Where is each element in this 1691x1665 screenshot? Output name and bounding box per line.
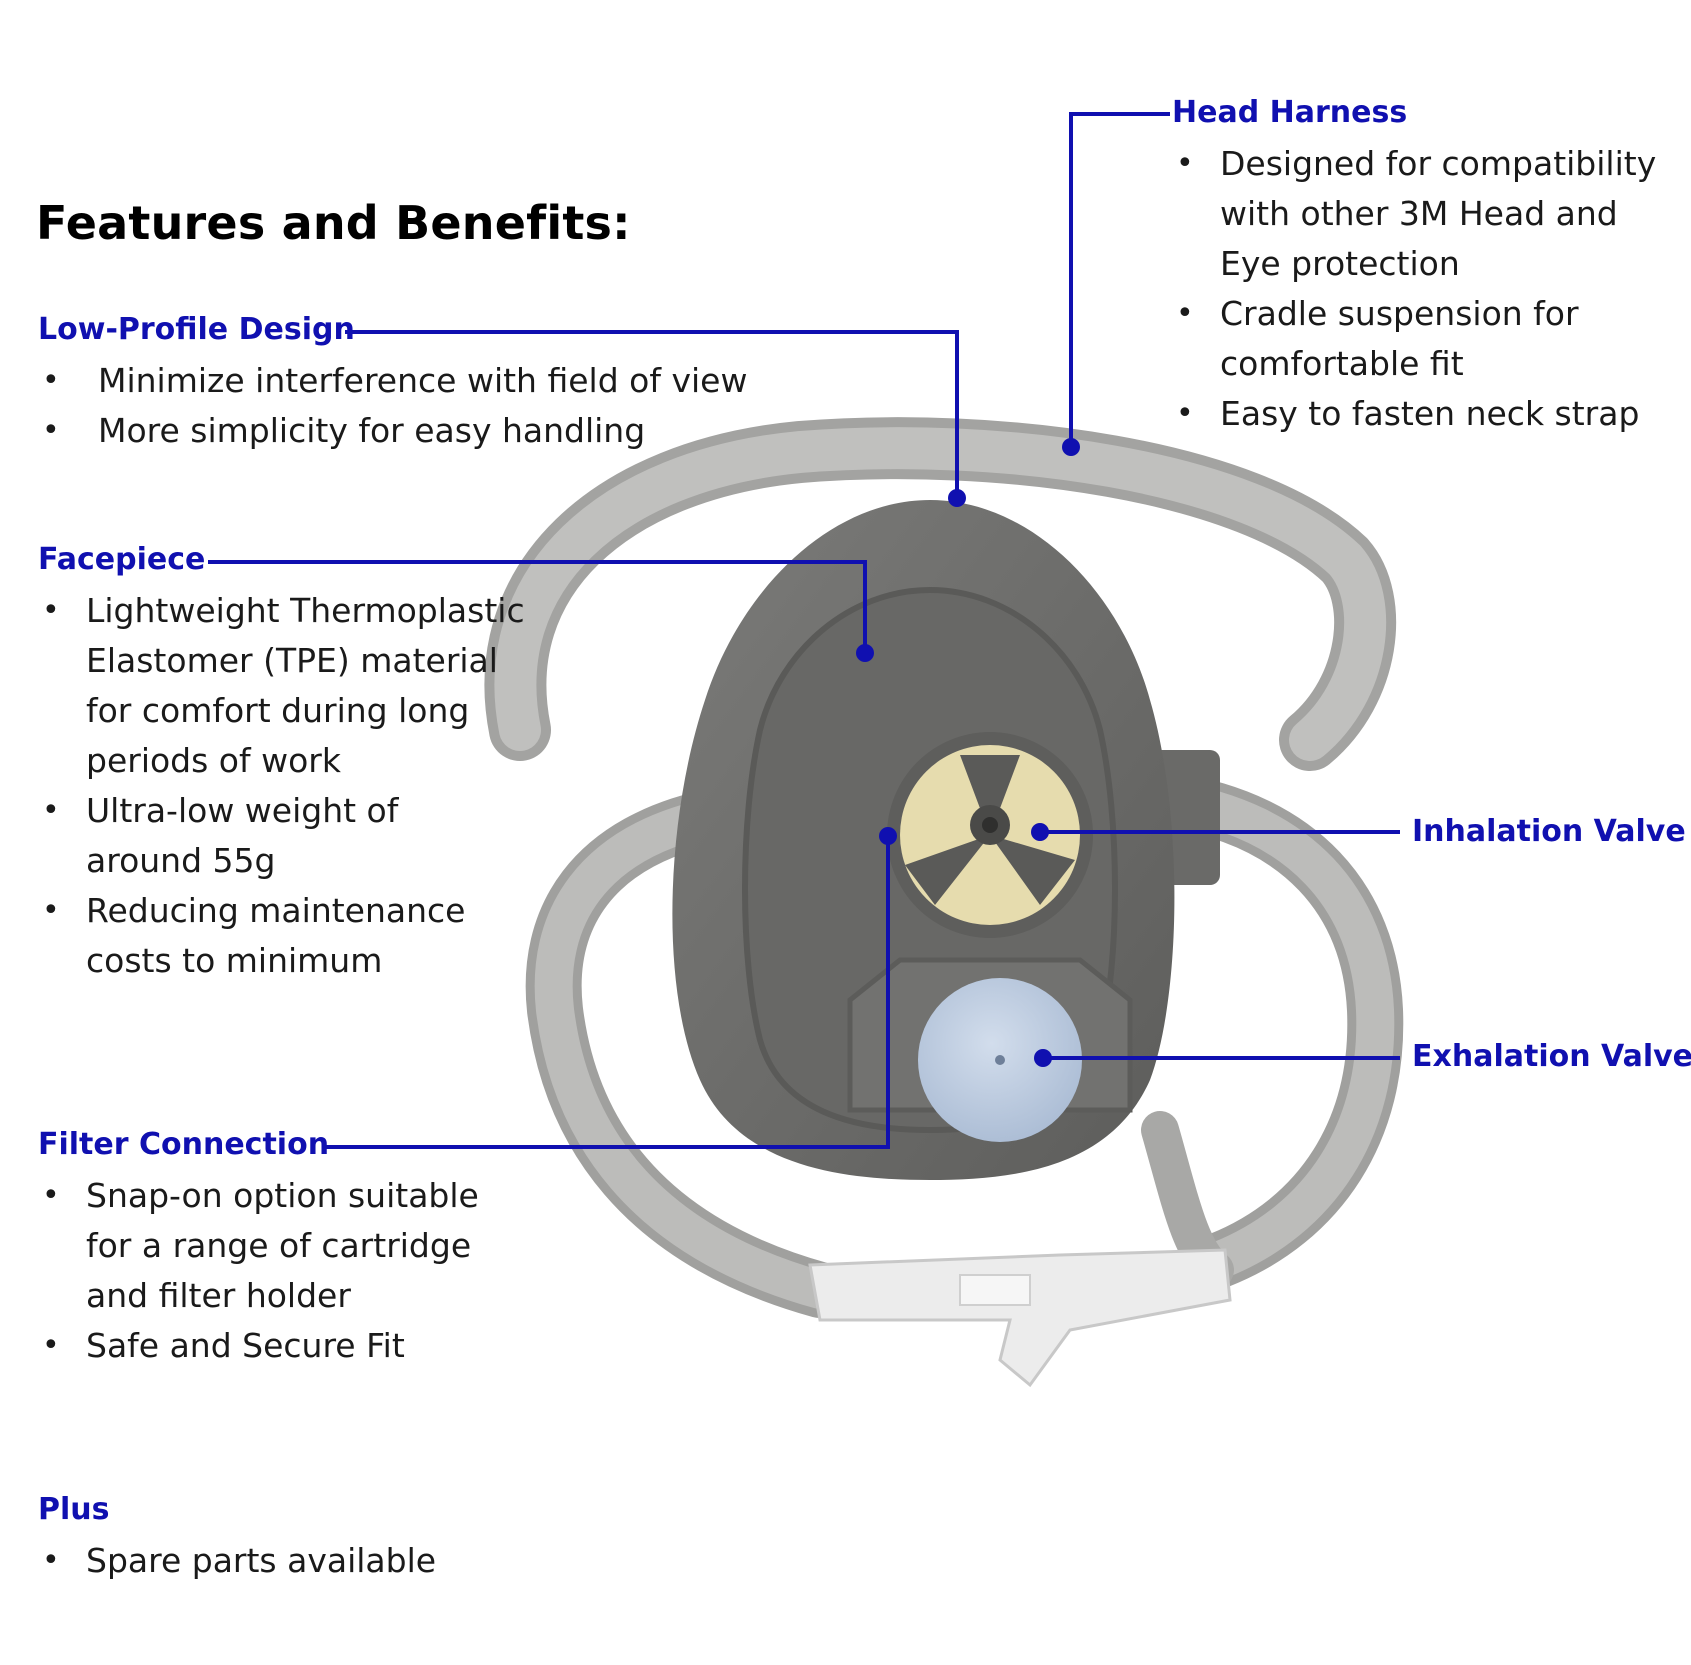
bullet: Cradle suspension for comfortable fit [1172,289,1640,389]
bullet: Snap-on option suitable for a range of c… [38,1171,508,1321]
bullets-plus: Spare parts available [38,1536,508,1586]
bullet: Reducing maintenance costs to minimum [38,886,466,986]
dot-head-harness [1062,438,1080,456]
bullet: Ultra-low weight of around 55g [38,786,426,886]
bullets-facepiece: Lightweight Thermoplastic Elastomer (TPE… [38,586,548,986]
leader-line-low-profile [345,330,959,498]
dot-facepiece [856,644,874,662]
heading-plus: Plus [38,1492,110,1527]
bullets-filter-connection: Snap-on option suitable for a range of c… [38,1171,508,1371]
heading-filter-connection: Filter Connection [38,1127,330,1162]
label-exhalation-valve: Exhalation Valve [1412,1039,1691,1074]
bullet: Minimize interference with field of view [38,356,747,406]
heading-facepiece: Facepiece [38,542,206,577]
dot-filter-connection [879,827,897,845]
section-filter-connection: Filter Connection Snap-on option suitabl… [38,1127,508,1371]
section-head-harness: Head Harness Designed for compatibility … [1172,95,1672,439]
bullet: Designed for compatibility with other 3M… [1172,139,1672,289]
bullets-head-harness: Designed for compatibility with other 3M… [1172,139,1672,439]
dot-exhalation-valve [1034,1049,1052,1067]
section-low-profile-design: Low-Profile Design Minimize interference… [38,312,747,456]
leader-lines [208,112,1400,1149]
dot-inhalation-valve [1031,823,1049,841]
inhalation-valve [887,732,1093,938]
leader-line-head-harness [1069,112,1170,447]
neck-strap-buckle [808,1248,1232,1388]
head-harness-strap [484,417,1397,771]
bullet: Lightweight Thermoplastic Elastomer (TPE… [38,586,548,786]
bullet: Spare parts available [38,1536,508,1586]
leader-line-filter-connection [323,836,890,1149]
bullet: Safe and Secure Fit [38,1321,508,1371]
exhalation-valve [918,978,1082,1142]
leader-line-facepiece [208,560,867,653]
heading-low-profile-design: Low-Profile Design [38,312,355,347]
page-title: Features and Benefits: [36,196,631,250]
section-plus: Plus Spare parts available [38,1492,508,1586]
heading-head-harness: Head Harness [1172,95,1408,130]
bullets-low-profile-design: Minimize interference with field of view… [38,356,747,456]
label-inhalation-valve: Inhalation Valve [1412,814,1686,849]
section-facepiece: Facepiece Lightweight Thermoplastic Elas… [38,542,548,986]
bullet: Easy to fasten neck strap [1172,389,1672,439]
dot-low-profile [948,489,966,507]
leader-dots [856,438,1080,1067]
bullet: More simplicity for easy handling [38,406,747,456]
